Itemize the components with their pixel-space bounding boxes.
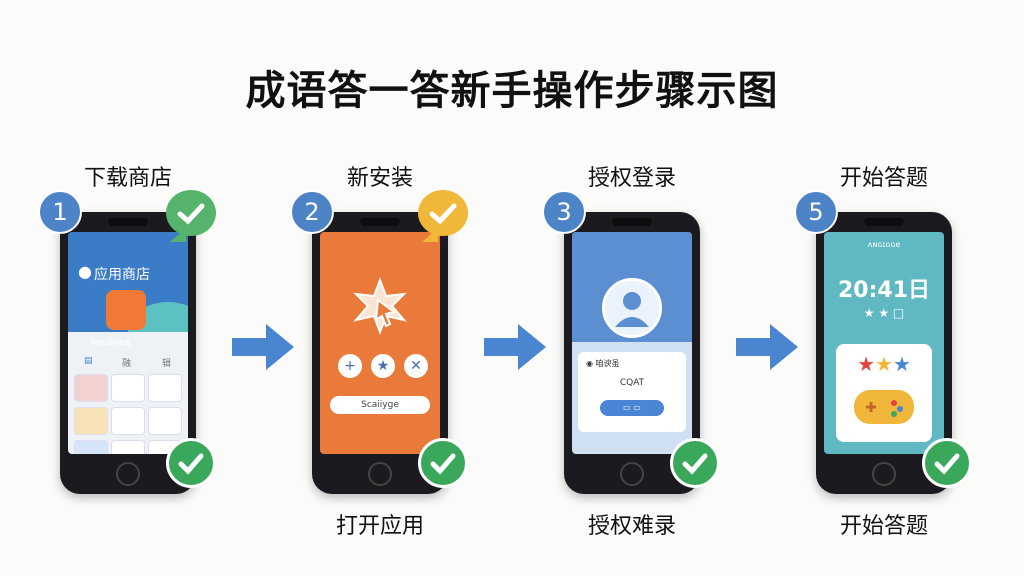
tap-cursor-icon <box>353 277 407 335</box>
arrow-right-icon <box>736 324 798 370</box>
check-icon <box>166 438 216 488</box>
step-number-badge: 2 <box>290 190 334 234</box>
app-caption: Анцанвд <box>90 338 132 348</box>
quiz-score: 20:41日 <box>837 278 931 303</box>
step-1: 下载商店 1 ● 应用商店 Анцанвд ▤ 融 辑 <box>38 160 218 540</box>
avatar-icon <box>602 278 662 338</box>
check-icon <box>418 438 468 488</box>
step-2: 新安装 2 + ★ ✕ Scaiiyge 打开应用 <box>290 160 470 540</box>
arrow-right-icon <box>232 324 294 370</box>
app-tile[interactable] <box>74 440 108 454</box>
check-bubble-icon <box>418 190 468 242</box>
app-icon[interactable] <box>106 290 146 330</box>
step-number-badge: 5 <box>794 190 838 234</box>
page-title: 成语答一答新手操作步骤示图 <box>245 68 779 114</box>
authorize-button[interactable]: ▭ ▭ <box>600 400 664 416</box>
quiz-stars: ★ ★ □ <box>863 306 905 320</box>
step-3: 授权登录 3 ◉ 咱谀虽 CQAT ▭ ▭ 授权难录 <box>542 160 722 540</box>
auth-card-text: CQAT <box>619 378 645 388</box>
star-rating: ★★★ <box>857 352 911 376</box>
arrow-right-icon <box>484 324 546 370</box>
step-5: 开始答题 5 ʌɴɢɪɢɢe 20:41日 ★ ★ □ ★★★ 开始答题 <box>794 160 974 540</box>
app-grid <box>74 374 182 454</box>
home-button[interactable] <box>368 462 392 486</box>
auth-card-caption: ◉ 咱谀虽 <box>586 359 620 368</box>
check-icon <box>670 438 720 488</box>
step-3-bottom-label: 授权难录 <box>587 514 676 539</box>
open-app-screen: + ★ ✕ Scaiiyge <box>320 232 440 454</box>
app-tile[interactable] <box>148 374 182 402</box>
app-tile[interactable] <box>111 374 145 402</box>
close-button[interactable]: ✕ <box>404 354 428 378</box>
phone-mockup: ● 应用商店 Анцанвд ▤ 融 辑 <box>60 212 196 494</box>
app-tile[interactable] <box>74 374 108 402</box>
quiz-header: ʌɴɢɪɢɢe <box>867 240 901 249</box>
add-button[interactable]: + <box>338 354 362 378</box>
check-icon <box>922 438 972 488</box>
app-tile[interactable] <box>74 407 108 435</box>
step-1-label: 下载商店 <box>83 166 172 191</box>
game-card[interactable]: ★★★ <box>836 344 932 442</box>
apple-icon: ● <box>78 262 92 281</box>
step-number-badge: 1 <box>38 190 82 234</box>
action-buttons: + ★ ✕ <box>338 354 428 378</box>
step-number-badge: 3 <box>542 190 586 234</box>
app-tile[interactable] <box>111 407 145 435</box>
app-tile[interactable] <box>111 440 145 454</box>
home-button[interactable] <box>116 462 140 486</box>
home-button[interactable] <box>620 462 644 486</box>
gamepad-icon <box>854 390 914 424</box>
store-title: 应用商店 <box>94 267 150 283</box>
star-button[interactable]: ★ <box>371 354 395 378</box>
phone-mockup: ʌɴɢɪɢɢe 20:41日 ★ ★ □ ★★★ <box>816 212 952 494</box>
login-screen: ◉ 咱谀虽 CQAT ▭ ▭ <box>572 232 692 454</box>
step-2-bottom-label: 打开应用 <box>335 514 424 539</box>
step-3-label: 授权登录 <box>587 166 676 191</box>
quiz-screen: ʌɴɢɪɢɢe 20:41日 ★ ★ □ ★★★ <box>824 232 944 454</box>
step-5-bottom-label: 开始答题 <box>839 514 928 539</box>
auth-card: ◉ 咱谀虽 CQAT ▭ ▭ <box>578 352 686 432</box>
step-2-label: 新安装 <box>346 166 413 191</box>
app-store-screen: ● 应用商店 Анцанвд ▤ 融 辑 <box>68 232 188 454</box>
home-button[interactable] <box>872 462 896 486</box>
app-tile[interactable] <box>148 407 182 435</box>
check-bubble-icon <box>166 190 216 242</box>
text-field[interactable]: Scaiiyge <box>330 396 430 414</box>
step-5-label: 开始答题 <box>839 166 928 191</box>
